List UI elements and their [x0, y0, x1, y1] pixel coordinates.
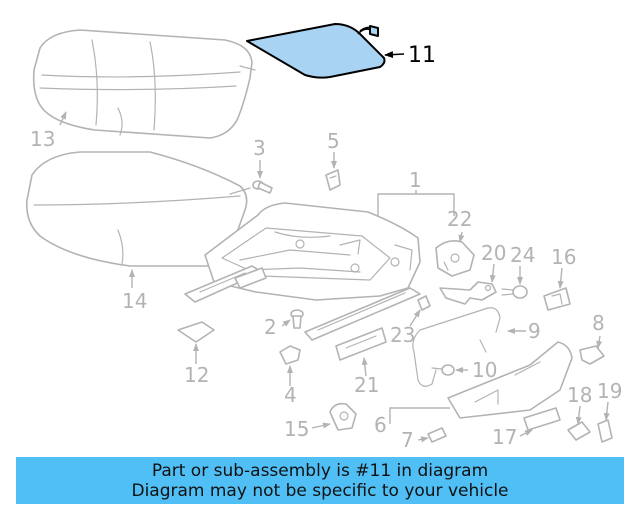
- callout-23: 23: [390, 323, 415, 347]
- callout-7: 7: [401, 428, 414, 452]
- part-16-clip[interactable]: [543, 287, 571, 311]
- part-18-cap[interactable]: [567, 421, 591, 441]
- part-22-recliner[interactable]: [435, 240, 475, 277]
- part-21-trim[interactable]: [335, 327, 387, 361]
- part-10-bolt[interactable]: [431, 364, 455, 376]
- callout-24: 24: [510, 243, 535, 267]
- callout-1: 1: [409, 168, 422, 192]
- callout-22: 22: [447, 207, 472, 231]
- part-15-motor[interactable]: [329, 402, 357, 431]
- part-20-bracket[interactable]: [439, 281, 497, 305]
- callout-13: 13: [30, 127, 55, 151]
- parts-diagram: 13 14 3 5 1 22 20 24 16 2 23 9 8 12 4 21…: [25, 23, 622, 452]
- part-6-side-shield[interactable]: [447, 341, 573, 419]
- part-7-clip[interactable]: [427, 427, 447, 443]
- callout-11: 11: [408, 43, 436, 68]
- part-3-bolt[interactable]: [252, 180, 273, 194]
- info-banner: Part or sub-assembly is #11 in diagram D…: [16, 457, 624, 504]
- part-17-handle[interactable]: [523, 407, 561, 431]
- part-23-clip[interactable]: [417, 295, 431, 311]
- part-12-cover[interactable]: [177, 321, 215, 343]
- callout-4: 4: [284, 383, 297, 407]
- callout-18: 18: [567, 383, 592, 407]
- callout-12: 12: [184, 363, 209, 387]
- callout-19: 19: [597, 379, 622, 403]
- part-2-screw[interactable]: [290, 309, 304, 329]
- callout-3: 3: [253, 136, 266, 160]
- callout-21: 21: [354, 373, 379, 397]
- part-19-cap[interactable]: [597, 419, 613, 443]
- callout-14: 14: [122, 289, 147, 313]
- callout-6: 6: [374, 413, 387, 437]
- leader-lines: [59, 111, 610, 443]
- part-11-highlighted[interactable]: [246, 23, 405, 79]
- part-13-seat-cover[interactable]: [32, 29, 256, 139]
- part-4-nut[interactable]: [279, 345, 301, 365]
- callout-2: 2: [264, 315, 277, 339]
- part-8-knob[interactable]: [579, 345, 605, 365]
- callout-9: 9: [528, 319, 541, 343]
- callout-8: 8: [592, 311, 605, 335]
- part-9-wire[interactable]: [412, 307, 501, 387]
- callout-10: 10: [472, 358, 497, 382]
- part-1-seat-frame[interactable]: [184, 202, 421, 341]
- callout-15: 15: [284, 417, 309, 441]
- banner-line-2: Diagram may not be specific to your vehi…: [131, 480, 509, 501]
- callout-17: 17: [492, 425, 517, 449]
- part-5-clip[interactable]: [325, 169, 341, 191]
- callout-20: 20: [481, 241, 506, 265]
- part-24-bolt[interactable]: [501, 285, 528, 299]
- banner-line-1: Part or sub-assembly is #11 in diagram: [151, 460, 489, 481]
- callout-5: 5: [327, 129, 340, 153]
- callout-16: 16: [551, 245, 576, 269]
